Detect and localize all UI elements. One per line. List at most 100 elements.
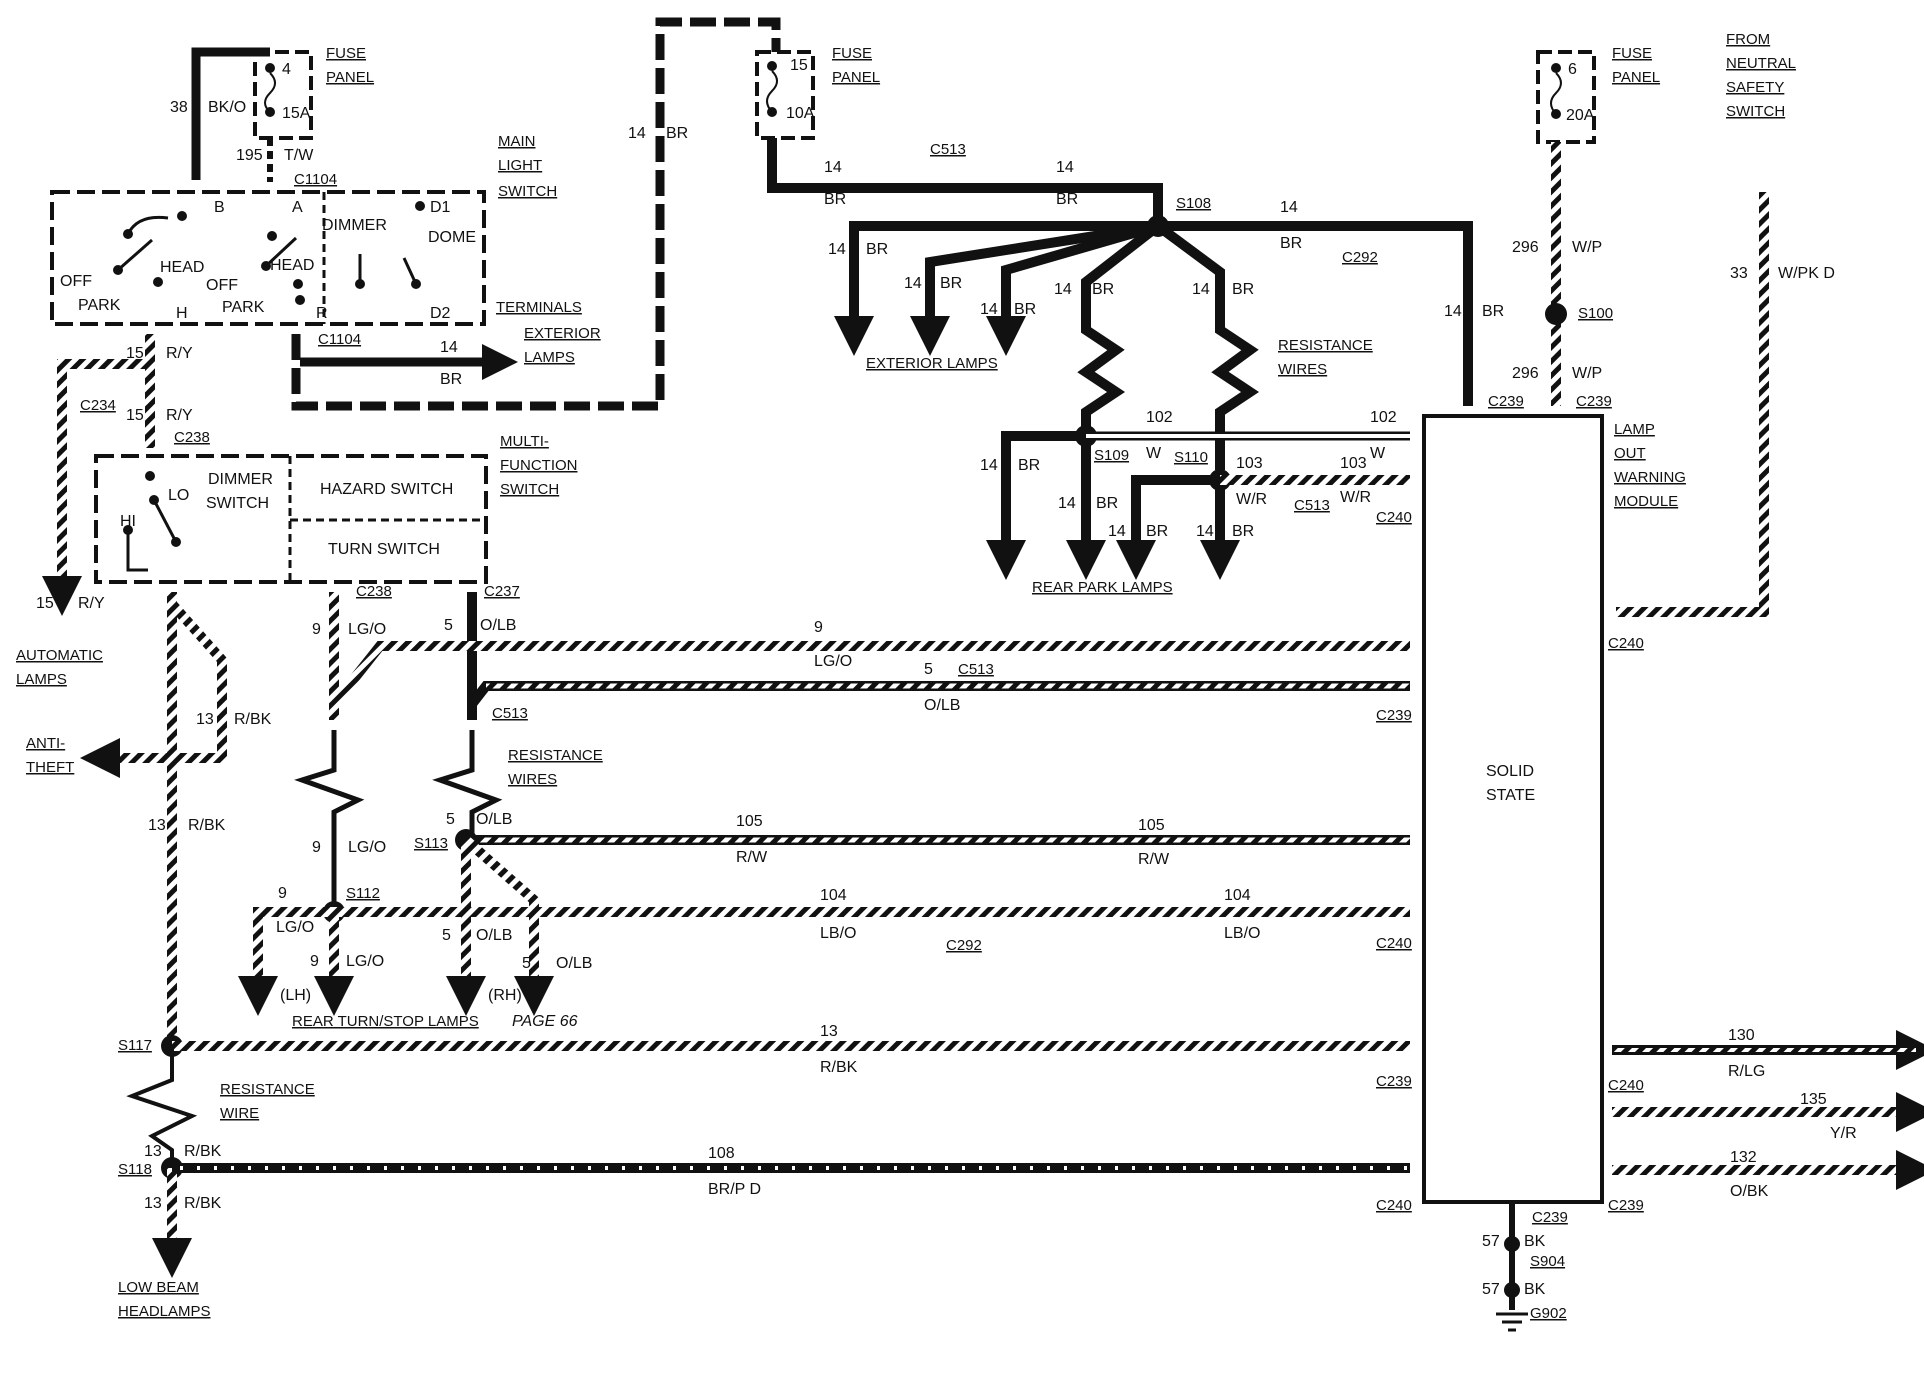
connector-label: C513 bbox=[930, 141, 966, 158]
svg-text:W: W bbox=[1146, 445, 1162, 462]
svg-text:DOME: DOME bbox=[428, 229, 476, 246]
svg-text:W/P: W/P bbox=[1572, 365, 1602, 382]
splice-label: S117 bbox=[118, 1037, 152, 1054]
rear-park-lamps: S109 14 BR 14 BR S110 14 BR 14 BR REAR P… bbox=[980, 409, 1412, 596]
fuse-no: 4 bbox=[282, 61, 291, 78]
svg-text:R: R bbox=[316, 305, 328, 322]
svg-text:HEAD: HEAD bbox=[270, 257, 314, 274]
svg-text:14: 14 bbox=[1054, 281, 1072, 298]
switch-heading: SWITCH bbox=[500, 481, 559, 498]
svg-text:Y/R: Y/R bbox=[1830, 1125, 1857, 1142]
svg-text:R/BK: R/BK bbox=[820, 1059, 858, 1076]
connector-label: C238 bbox=[356, 583, 392, 600]
svg-text:15: 15 bbox=[126, 407, 144, 424]
switch-heading: MULTI- bbox=[500, 433, 549, 450]
svg-text:14: 14 bbox=[440, 339, 458, 356]
svg-text:LG/O: LG/O bbox=[276, 919, 314, 936]
module-heading: MODULE bbox=[1614, 493, 1678, 510]
svg-text:PAGE 66: PAGE 66 bbox=[512, 1013, 578, 1030]
svg-text:14: 14 bbox=[980, 301, 998, 318]
svg-text:132: 132 bbox=[1730, 1149, 1757, 1166]
svg-text:BR/P D: BR/P D bbox=[708, 1181, 761, 1198]
switch-heading: MAIN bbox=[498, 133, 536, 150]
connector-label: C513 bbox=[958, 661, 994, 678]
svg-text:WIRES: WIRES bbox=[508, 771, 557, 788]
svg-text:PARK: PARK bbox=[78, 297, 121, 314]
connector-label: C239 bbox=[1376, 1073, 1412, 1090]
svg-text:104: 104 bbox=[820, 887, 847, 904]
svg-text:15: 15 bbox=[36, 595, 54, 612]
svg-text:14: 14 bbox=[904, 275, 922, 292]
svg-text:108: 108 bbox=[708, 1145, 735, 1162]
connector-label: C238 bbox=[174, 429, 210, 446]
svg-text:BR: BR bbox=[1014, 301, 1036, 318]
svg-text:RESISTANCE: RESISTANCE bbox=[508, 747, 603, 764]
svg-text:BR: BR bbox=[1146, 523, 1168, 540]
svg-text:BR: BR bbox=[1018, 457, 1040, 474]
svg-text:H: H bbox=[176, 305, 188, 322]
svg-text:HI: HI bbox=[120, 513, 136, 530]
main-light-switch: 38 BK/O 195 T/W C1104 B A D1 H R D2 OFF … bbox=[50, 47, 601, 366]
fuse-rating: 10A bbox=[786, 105, 815, 122]
svg-text:14: 14 bbox=[824, 159, 842, 176]
svg-text:DIMMER: DIMMER bbox=[208, 471, 273, 488]
wire-296: S100 296 W/P 296 W/P C239 bbox=[1512, 142, 1613, 410]
svg-text:BR: BR bbox=[1092, 281, 1114, 298]
svg-text:O/LB: O/LB bbox=[476, 811, 512, 828]
multi-function-switch: 15 R/Y 15 R/Y 15 R/Y C234 C238 AUTOMATIC… bbox=[16, 334, 578, 688]
connector-label: C237 bbox=[484, 583, 520, 600]
svg-text:ANTI-: ANTI- bbox=[26, 735, 65, 752]
svg-text:13: 13 bbox=[196, 711, 214, 728]
exterior-lamps-loop: 14 BR 14 BR bbox=[291, 17, 781, 411]
svg-text:13: 13 bbox=[144, 1195, 162, 1212]
switch-heading: FUNCTION bbox=[500, 457, 578, 474]
connector-label: C240 bbox=[1608, 635, 1644, 652]
connector-label: C1104 bbox=[318, 331, 361, 348]
svg-text:R/Y: R/Y bbox=[166, 345, 193, 362]
svg-text:5: 5 bbox=[446, 811, 455, 828]
rear-turn-stop: S113 5 O/LB 105 R/W 105 R/W S112 9 LG/O … bbox=[238, 661, 1412, 1030]
svg-text:W/R: W/R bbox=[1340, 489, 1371, 506]
svg-text:9: 9 bbox=[312, 839, 321, 856]
svg-text:(RH): (RH) bbox=[488, 987, 522, 1004]
wire-13: 13 R/BK 13 R/BK ANTI- THEFT S117 13 R/BK… bbox=[26, 592, 1412, 1320]
svg-text:O/LB: O/LB bbox=[476, 927, 512, 944]
svg-text:14: 14 bbox=[1280, 199, 1298, 216]
splice-label: S113 bbox=[414, 835, 448, 852]
svg-text:BK: BK bbox=[1524, 1233, 1546, 1250]
fuse-panel-heading: PANEL bbox=[326, 69, 374, 86]
svg-text:13: 13 bbox=[820, 1023, 838, 1040]
fuse-panel-heading: PANEL bbox=[1612, 69, 1660, 86]
svg-text:A: A bbox=[292, 199, 303, 216]
svg-text:BK/O: BK/O bbox=[208, 99, 246, 116]
svg-text:FROM: FROM bbox=[1726, 31, 1770, 48]
svg-text:HEADLAMPS: HEADLAMPS bbox=[118, 1303, 211, 1320]
svg-text:LAMPS: LAMPS bbox=[16, 671, 67, 688]
svg-text:14: 14 bbox=[828, 241, 846, 258]
svg-text:13: 13 bbox=[144, 1143, 162, 1160]
svg-text:BR: BR bbox=[1280, 235, 1302, 252]
svg-text:9: 9 bbox=[310, 953, 319, 970]
connector-label: C292 bbox=[946, 937, 982, 954]
svg-text:14: 14 bbox=[1056, 159, 1074, 176]
svg-text:O/LB: O/LB bbox=[556, 955, 592, 972]
svg-text:RESISTANCE: RESISTANCE bbox=[220, 1081, 315, 1098]
svg-text:103: 103 bbox=[1236, 455, 1263, 472]
svg-text:PARK: PARK bbox=[222, 299, 265, 316]
svg-text:STATE: STATE bbox=[1486, 787, 1535, 804]
svg-text:14: 14 bbox=[1058, 495, 1076, 512]
svg-text:5: 5 bbox=[442, 927, 451, 944]
svg-text:BR: BR bbox=[824, 191, 846, 208]
fuse-panel-3: 6 20A FUSE PANEL bbox=[1536, 45, 1660, 144]
svg-text:105: 105 bbox=[1138, 817, 1165, 834]
connector-label: C513 bbox=[1294, 497, 1330, 514]
svg-text:SOLID: SOLID bbox=[1486, 763, 1534, 780]
svg-text:TURN SWITCH: TURN SWITCH bbox=[328, 541, 440, 558]
svg-text:LB/O: LB/O bbox=[1224, 925, 1260, 942]
connector-label: C240 bbox=[1376, 509, 1412, 526]
svg-text:LO: LO bbox=[168, 487, 189, 504]
svg-text:LB/O: LB/O bbox=[820, 925, 856, 942]
svg-text:BR: BR bbox=[440, 371, 462, 388]
destination-label: EXTERIOR LAMPS bbox=[866, 355, 998, 372]
svg-text:5: 5 bbox=[444, 617, 453, 634]
